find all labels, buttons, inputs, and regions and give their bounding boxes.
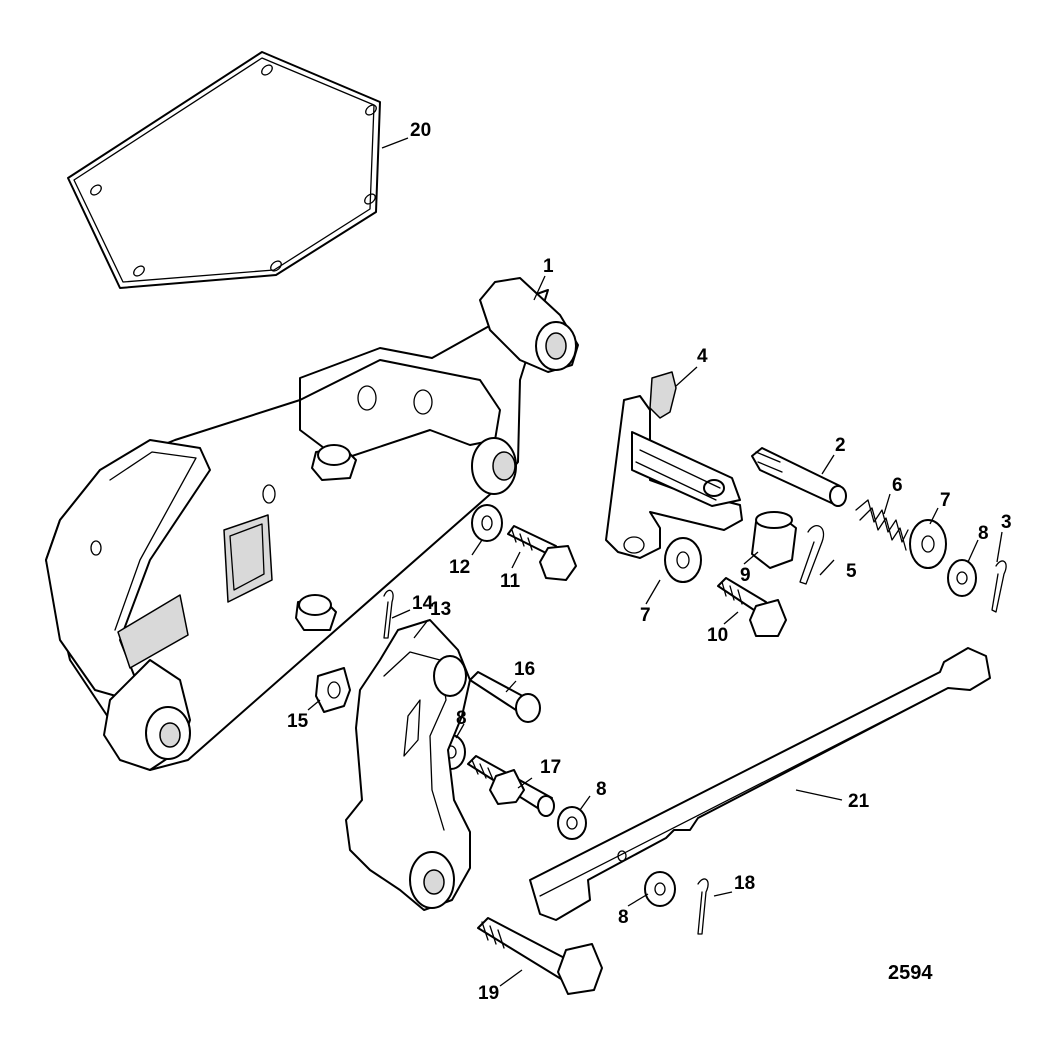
cotter-pin-14: [383, 589, 394, 639]
callout-5: 5: [846, 561, 857, 582]
gasket-plate: [67, 51, 381, 289]
callout-10: 10: [707, 625, 728, 646]
bolt-11: [507, 525, 577, 581]
callout-11: 11: [500, 571, 521, 592]
callout-18: 18: [734, 873, 755, 894]
washer-12: [471, 504, 503, 542]
callout-9: 9: [740, 565, 751, 586]
washer-7-center: [664, 537, 702, 583]
callout-20: 20: [410, 120, 431, 141]
bolt-10: [717, 577, 787, 637]
washer-8-bottom: [644, 871, 676, 907]
callout-7-right: 7: [940, 490, 951, 511]
pin-16: [469, 671, 541, 723]
callout-21: 21: [848, 791, 870, 812]
washer-7-right: [909, 519, 947, 569]
callout-17: 17: [540, 757, 561, 778]
callout-15: 15: [287, 711, 309, 732]
leader-lines: [307, 137, 1003, 987]
callout-1: 1: [543, 256, 554, 277]
callout-14: 14: [412, 593, 434, 614]
callout-12: 12: [449, 557, 470, 578]
callout-13: 13: [430, 599, 451, 620]
spring: [855, 499, 909, 551]
callout-6: 6: [892, 475, 903, 496]
callout-labels: 1 2 3 4 5 6 7 7 8 8 8 8 9 10 11 12 13 14…: [287, 120, 1012, 1004]
callout-8-lower: 8: [596, 779, 607, 800]
callout-8-right: 8: [978, 523, 989, 544]
washer-8-right: [947, 559, 977, 597]
latch-bracket: [605, 371, 743, 559]
link-rod-21: [529, 647, 991, 921]
bolt-19: [477, 917, 603, 995]
washer-8-lower: [557, 806, 587, 840]
callout-8-mid: 8: [456, 708, 467, 729]
figure-number: 2594: [888, 962, 933, 984]
callout-16: 16: [514, 659, 535, 680]
callout-2: 2: [835, 435, 846, 456]
pin: [751, 447, 847, 507]
cotter-pin-3: [991, 560, 1007, 613]
callout-4: 4: [697, 346, 708, 367]
cap: [751, 511, 797, 569]
clip-15: [315, 667, 351, 713]
stud-17: [467, 755, 555, 817]
callout-8-bottom: 8: [618, 907, 629, 928]
callout-3: 3: [1001, 512, 1012, 533]
callout-19: 19: [478, 983, 499, 1004]
callout-7-center: 7: [640, 605, 651, 626]
lever-13: [345, 619, 471, 911]
cotter-pin-5: [799, 525, 825, 585]
cotter-pin-18: [697, 878, 709, 935]
main-bracket: [45, 277, 579, 771]
